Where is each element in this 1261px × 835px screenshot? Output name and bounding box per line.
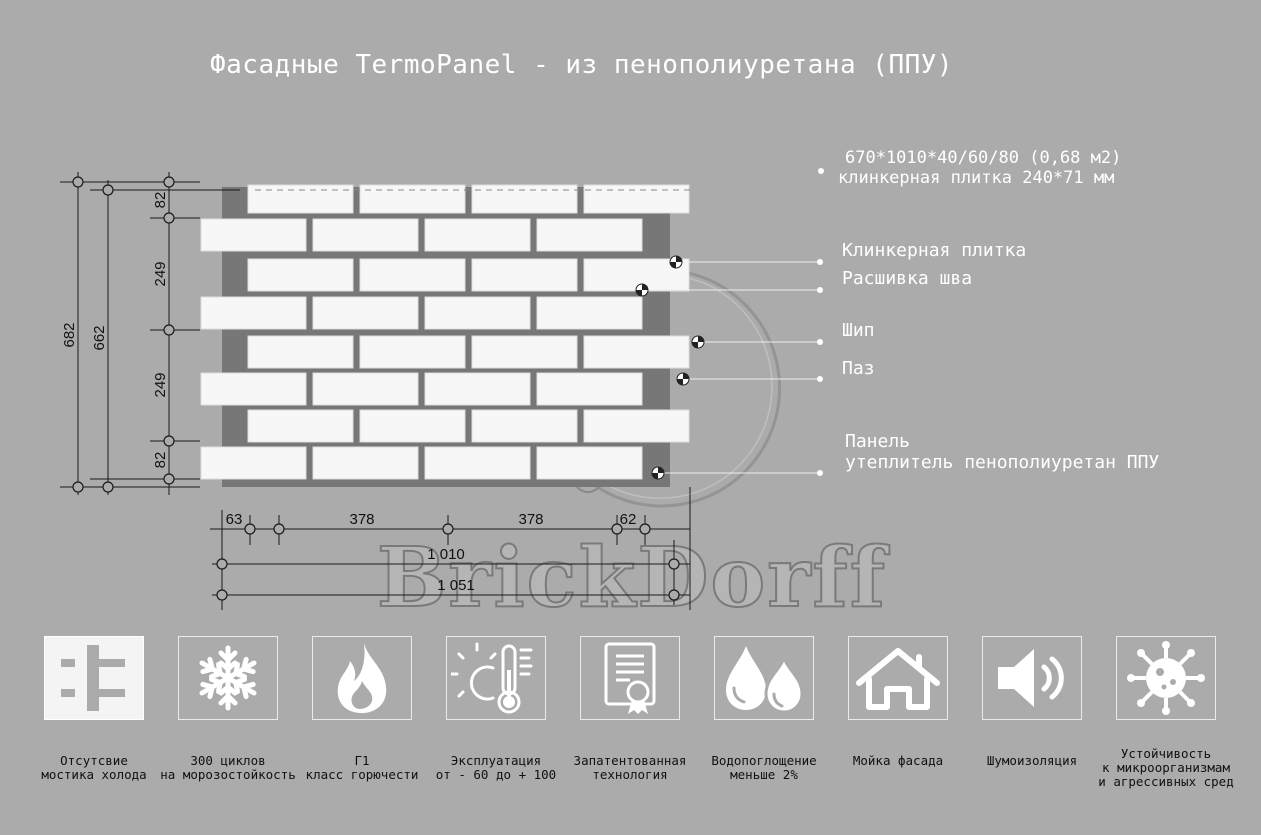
- clinker-tile: [200, 296, 307, 330]
- callout-leaders: [642, 261, 820, 474]
- clinker-tile: [312, 372, 419, 406]
- callout-end-dots: [817, 168, 824, 476]
- clinker-tile: [583, 335, 690, 369]
- clinker-tile: [536, 296, 643, 330]
- water-drops-icon: [726, 646, 804, 714]
- brick-grid: [200, 184, 690, 480]
- callout-tile: Клинкерная плитка: [842, 240, 1027, 261]
- clinker-tile: [536, 446, 643, 480]
- feature-caption: Мойка фасада: [852, 753, 944, 768]
- clinker-tile: [424, 372, 531, 406]
- clinker-tile: [247, 184, 354, 214]
- svg-text:682: 682: [61, 322, 78, 347]
- callout-panel-desc: утеплитель пенополиуретан ППУ: [845, 452, 1160, 473]
- callout-panel: Панель утеплитель пенополиуретан ППУ: [845, 431, 1159, 473]
- clinker-tile: [312, 296, 419, 330]
- callout-joint: Расшивка шва: [842, 268, 973, 289]
- svg-text:378: 378: [349, 511, 374, 528]
- speaker-icon: [998, 649, 1064, 707]
- clinker-tile: [359, 258, 466, 292]
- certificate-icon: [604, 642, 656, 714]
- svg-text:378: 378: [518, 511, 543, 528]
- callout-target-markers: [635, 255, 705, 480]
- clinker-tile: [583, 409, 690, 443]
- no-cold-bridge-icon: [45, 637, 143, 719]
- clinker-tile: [471, 184, 578, 214]
- svg-text:82: 82: [152, 192, 169, 209]
- clinker-tile: [536, 372, 643, 406]
- house-icon: [856, 648, 940, 710]
- feature-soundproof: Шумоизоляция: [982, 636, 1082, 768]
- vertical-dim-markers: [72, 176, 175, 493]
- svg-text:249: 249: [152, 372, 169, 397]
- snowflake-icon: [193, 645, 263, 713]
- microbe-icon: [1127, 641, 1205, 715]
- brand-watermark: ® BrickDorff: [376, 224, 890, 627]
- feature-washing: Мойка фасада: [848, 636, 948, 768]
- brand-name: BrickDorff: [377, 530, 890, 626]
- thermometer-icon: [451, 642, 533, 714]
- clinker-tile: [536, 218, 643, 252]
- svg-text:249: 249: [152, 261, 169, 286]
- clinker-tile: [424, 218, 531, 252]
- clinker-tile: [200, 372, 307, 406]
- clinker-tile: [424, 296, 531, 330]
- horizontal-dim-markers: [216, 523, 680, 601]
- clinker-tile: [471, 409, 578, 443]
- clinker-tile: [359, 184, 466, 214]
- clinker-tile: [312, 218, 419, 252]
- clinker-tile: [359, 409, 466, 443]
- callout-panel-title: Панель: [845, 431, 911, 452]
- svg-text:1 010: 1 010: [427, 546, 465, 563]
- callout-groove: Паз: [842, 358, 875, 379]
- clinker-tile: [200, 446, 307, 480]
- clinker-tile: [471, 258, 578, 292]
- page-title: Фасадные TermoPanel - из пенополиуретана…: [210, 50, 954, 80]
- clinker-tile: [583, 184, 690, 214]
- clinker-tile: [312, 446, 419, 480]
- svg-text:62: 62: [620, 511, 637, 528]
- callout-tongue: Шип: [842, 320, 875, 341]
- clinker-tile: [471, 335, 578, 369]
- clinker-tile: [247, 335, 354, 369]
- svg-text:82: 82: [152, 452, 169, 469]
- clinker-tile: [200, 218, 307, 252]
- clinker-tile: [247, 258, 354, 292]
- svg-text:1 051: 1 051: [437, 577, 475, 594]
- svg-text:63: 63: [226, 511, 243, 528]
- clinker-tile: [247, 409, 354, 443]
- feature-caption: Шумоизоляция: [986, 753, 1078, 768]
- spec-tile: клинкерная плитка 240*71 мм: [838, 168, 1115, 188]
- horizontal-dimensions: [210, 487, 691, 610]
- flame-icon: [337, 643, 387, 713]
- clinker-tile: [359, 335, 466, 369]
- clinker-tile: [424, 446, 531, 480]
- svg-text:662: 662: [91, 325, 108, 350]
- horizontal-dim-labels: 63 378 378 62 1 010 1 051: [226, 511, 637, 594]
- spec-size: 670*1010*40/60/80 (0,68 м2): [845, 148, 1122, 168]
- vertical-dim-labels: 682 662 82 249 249 82: [61, 192, 169, 469]
- panel-spec: 670*1010*40/60/80 (0,68 м2) клинкерная п…: [838, 148, 1121, 188]
